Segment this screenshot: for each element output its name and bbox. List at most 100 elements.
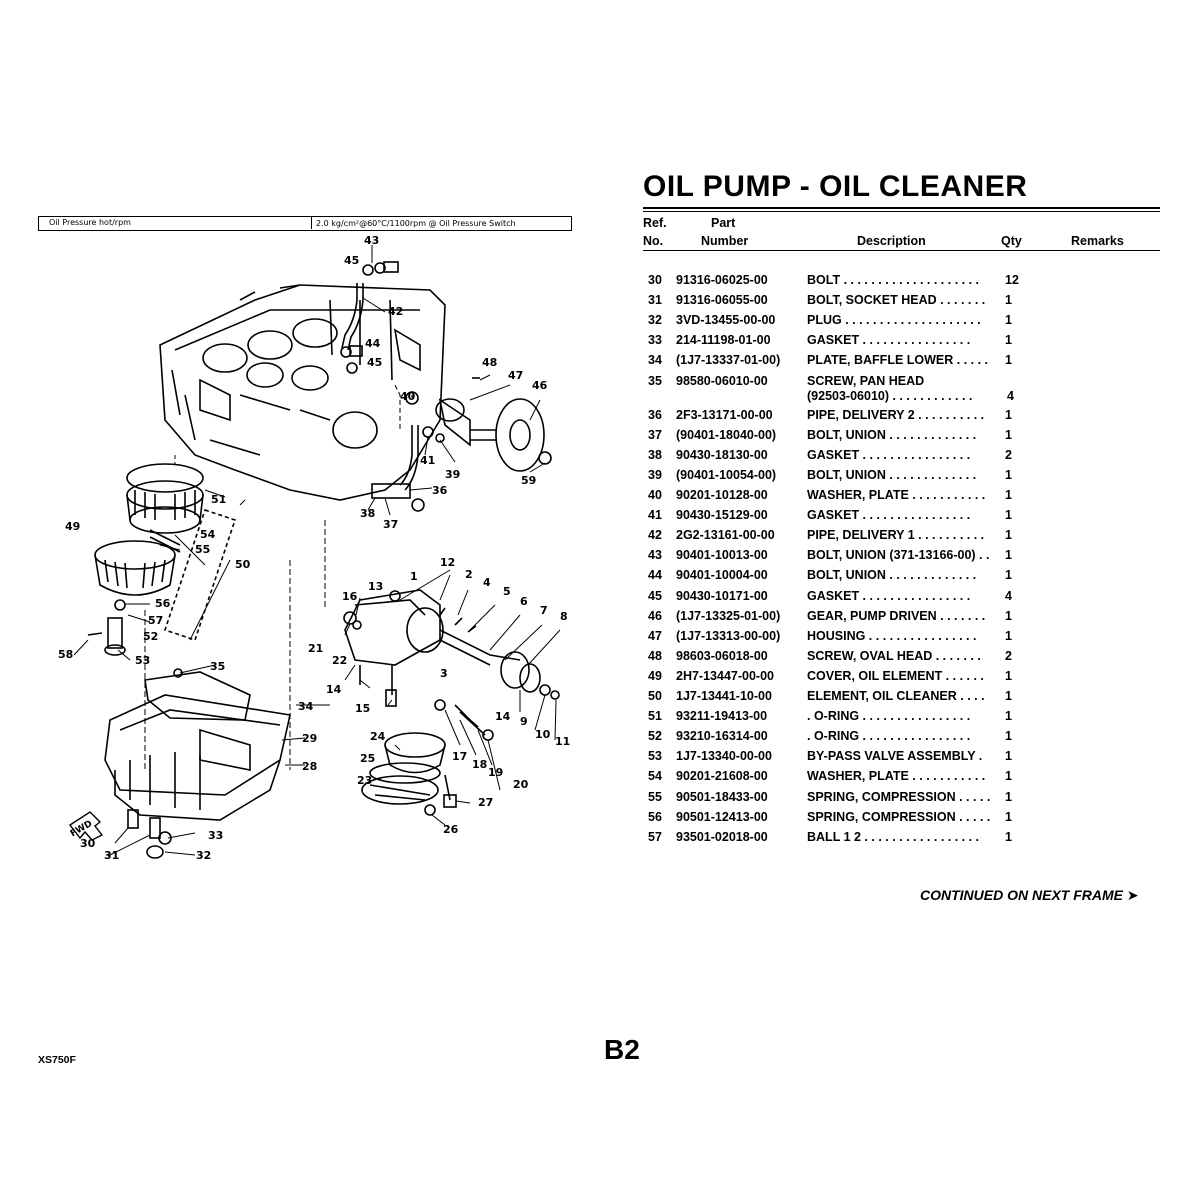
callout-30: 30: [80, 837, 96, 850]
callout-15: 15: [355, 702, 370, 715]
part-number-cell: 90201-21608-00: [676, 769, 768, 784]
callout-16: 16: [342, 590, 358, 603]
ref-cell: 32: [648, 313, 662, 328]
header-remarks: Remarks: [1071, 234, 1124, 248]
callout-31: 31: [104, 849, 119, 862]
callout-23: 23: [357, 774, 372, 787]
callout-57: 57: [148, 614, 163, 627]
callout-13: 13: [368, 580, 383, 593]
header-part: Part: [711, 216, 736, 230]
description-cell: GASKET . . . . . . . . . . . . . . . .: [807, 508, 971, 523]
ref-cell: 47: [648, 628, 662, 643]
qty-cell: 12: [1005, 273, 1019, 287]
description-cell: GASKET . . . . . . . . . . . . . . . .: [807, 333, 971, 348]
oil-pan-drawing: [104, 668, 291, 859]
part-number-cell: 90501-18433-00: [676, 789, 768, 804]
ref-cell: 53: [648, 749, 662, 764]
description-cell: SPRING, COMPRESSION . . . . .: [807, 809, 991, 824]
callout-42: 42: [388, 305, 403, 318]
header-no: No.: [643, 234, 664, 248]
header-ref: Ref.: [643, 216, 667, 230]
part-number-cell: 91316-06025-00: [676, 273, 768, 287]
oil-strainer-drawing: [361, 732, 457, 816]
description-cell: PIPE, DELIVERY 1 . . . . . . . . . .: [807, 528, 985, 543]
ref-cell: 50: [648, 689, 662, 703]
callout-26: 26: [443, 823, 459, 836]
part-number-cell: 90430-15129-00: [676, 508, 768, 523]
pump-driven-gear-drawing: [435, 377, 552, 472]
ref-cell: 44: [648, 568, 662, 583]
qty-cell: 1: [1005, 488, 1012, 502]
callout-4: 4: [483, 576, 491, 589]
callout-43: 43: [364, 234, 379, 247]
description-cell: . O-RING . . . . . . . . . . . . . . . .: [807, 729, 971, 744]
callout-6: 6: [520, 595, 528, 608]
part-number-cell: 91316-06055-00: [676, 293, 768, 308]
part-number-cell: 1J7-13441-10-00: [676, 689, 772, 703]
ref-cell: 41: [648, 508, 662, 523]
header-rule: [643, 250, 1160, 251]
description-cell: WASHER, PLATE . . . . . . . . . . .: [807, 769, 986, 784]
callout-3: 3: [440, 667, 448, 680]
ref-cell: 54: [648, 769, 662, 784]
description-cell: BOLT, SOCKET HEAD . . . . . . .: [807, 293, 986, 308]
exploded-parts-diagram: 43 45 42 44 45 48 47 46 40 41 39 59 36 3…: [58, 234, 570, 862]
callout-28: 28: [302, 760, 317, 773]
callout-19: 19: [488, 766, 503, 779]
ref-cell: 30: [648, 273, 662, 287]
qty-cell: 1: [1005, 313, 1012, 328]
spec-value: 2.0 kg/cm²@60°C/1100rpm @ Oil Pressure S…: [311, 217, 516, 229]
description-cell: BALL 1 2 . . . . . . . . . . . . . . . .…: [807, 829, 980, 844]
qty-cell: 1: [1005, 407, 1012, 422]
callout-44: 44: [365, 337, 381, 350]
callout-34: 34: [298, 700, 314, 713]
callout-45: 45: [367, 356, 382, 369]
callout-24: 24: [370, 730, 386, 743]
part-number-cell: 90430-10171-00: [676, 588, 768, 603]
callout-12: 12: [440, 556, 455, 569]
qty-cell: 1: [1005, 353, 1012, 368]
qty-cell: 1: [1005, 548, 1012, 563]
callout-41: 41: [420, 454, 435, 467]
callout-21: 21: [308, 642, 323, 655]
fwd-arrow-icon: [68, 811, 104, 841]
callout-38: 38: [360, 507, 375, 520]
description-cell: BOLT, UNION (371-13166-00) . .: [807, 548, 990, 563]
part-number-cell: 214-11198-01-00: [676, 333, 771, 348]
qty-cell: 4: [1005, 588, 1012, 603]
diagram-callouts: 43 45 42 44 45 48 47 46 40 41 39 59 36 3…: [58, 234, 570, 862]
part-number-cell: 90430-18130-00: [676, 447, 768, 462]
ref-cell: 42: [648, 528, 662, 543]
part-number-cell: 90201-10128-00: [676, 488, 768, 502]
callout-54: 54: [200, 528, 216, 541]
qty-cell-line2: 4: [1007, 388, 1014, 403]
part-number-cell: 90501-12413-00: [676, 809, 768, 824]
ref-cell: 55: [648, 789, 662, 804]
callout-49: 49: [65, 520, 80, 533]
callout-32: 32: [196, 849, 211, 862]
callout-33: 33: [208, 829, 223, 842]
description-cell: GASKET . . . . . . . . . . . . . . . .: [807, 447, 971, 462]
description-cell: HOUSING . . . . . . . . . . . . . . . .: [807, 628, 977, 643]
oil-pressure-spec-box: Oil Pressure hot/rpm 2.0 kg/cm²@60°C/110…: [38, 216, 572, 231]
qty-cell: 2: [1005, 648, 1012, 663]
callout-7: 7: [540, 604, 548, 617]
spec-label: Oil Pressure hot/rpm: [49, 218, 131, 227]
title-rule: [643, 207, 1160, 209]
ref-cell: 45: [648, 588, 662, 603]
ref-cell: 38: [648, 447, 662, 462]
model-label: XS750F: [38, 1054, 76, 1066]
part-number-cell: 93501-02018-00: [676, 829, 768, 844]
part-number-cell: (1J7-13313-00-00): [676, 628, 781, 643]
ref-cell: 40: [648, 488, 662, 502]
ref-cell: 51: [648, 709, 662, 724]
part-number-cell: 2G2-13161-00-00: [676, 528, 775, 543]
qty-cell: 1: [1005, 769, 1012, 784]
callout-8: 8: [560, 610, 568, 623]
description-cell: WASHER, PLATE . . . . . . . . . . .: [807, 488, 986, 502]
ref-cell: 31: [648, 293, 662, 308]
engine-block-drawing: [159, 284, 446, 501]
ref-cell: 56: [648, 809, 662, 824]
qty-cell: 1: [1005, 628, 1012, 643]
qty-cell: 1: [1005, 809, 1012, 824]
